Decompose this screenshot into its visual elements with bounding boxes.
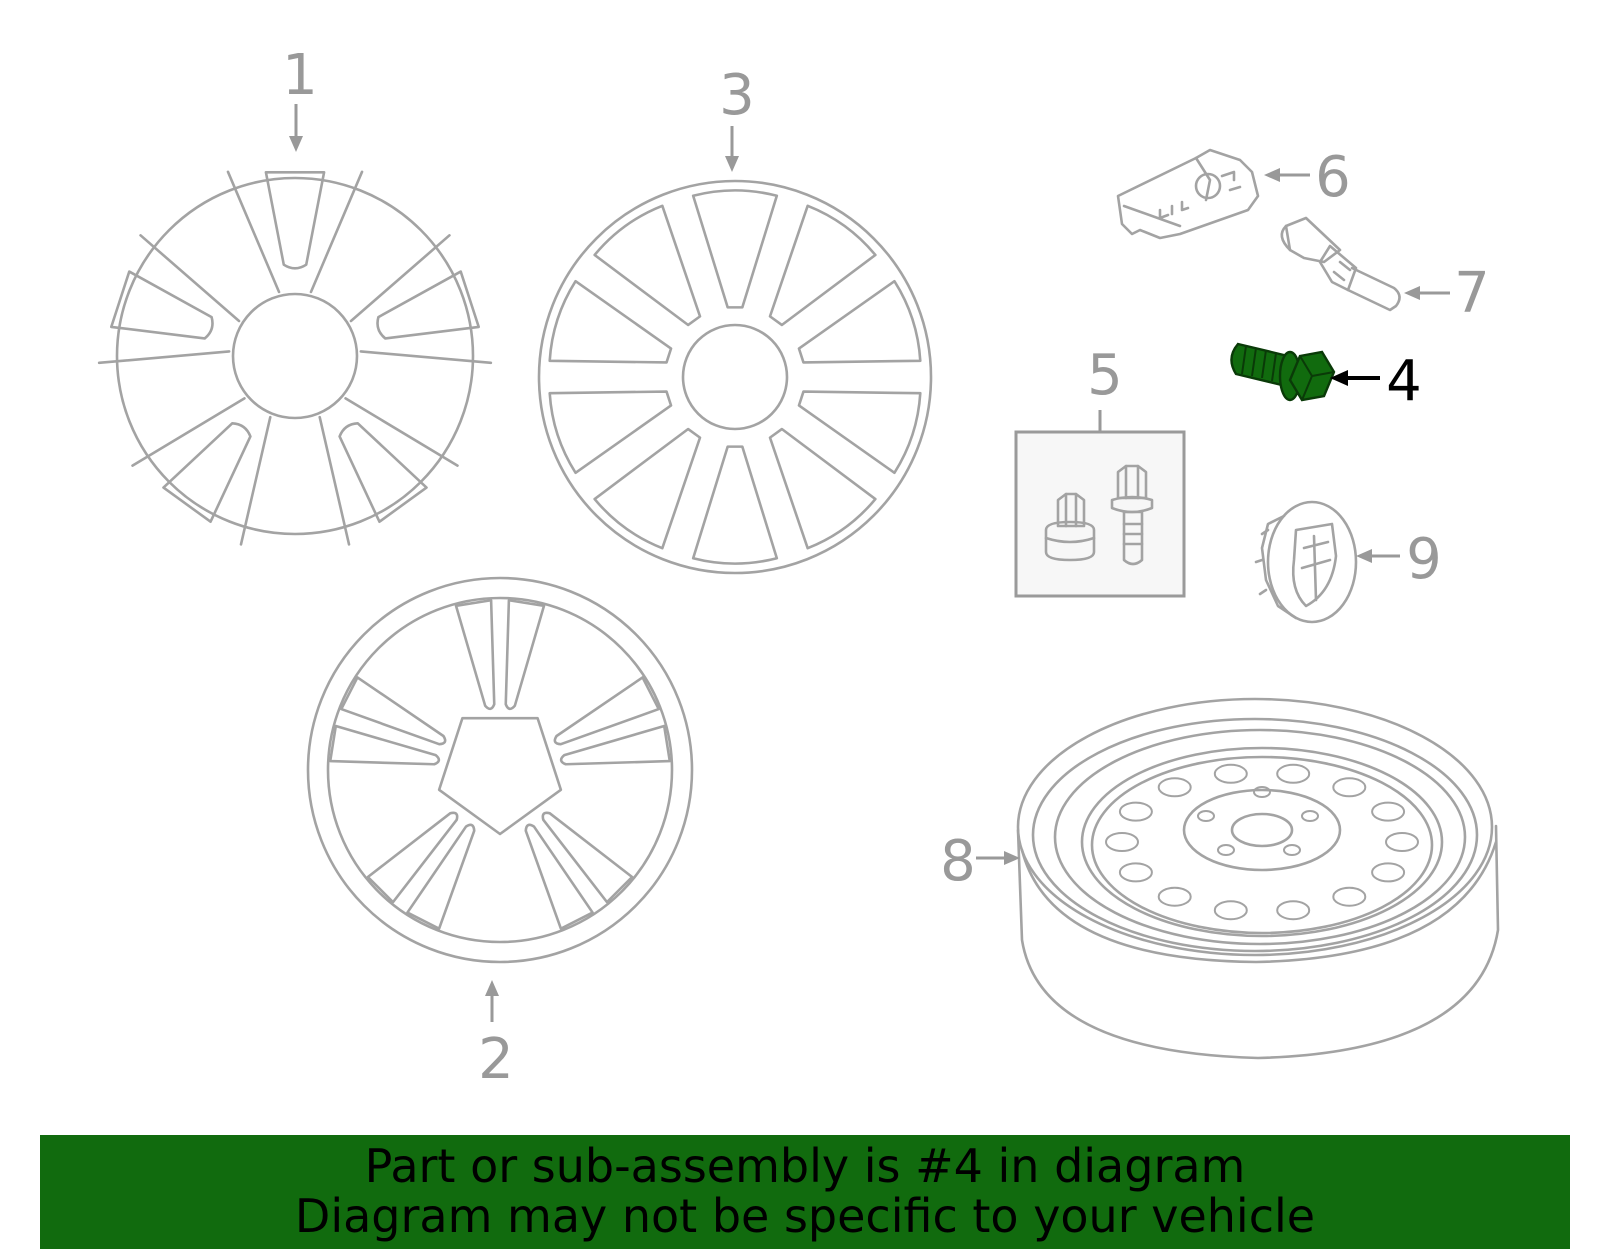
- callout-2: 2: [478, 1027, 514, 1092]
- spoke-outline: [226, 170, 364, 294]
- spoke-window: [162, 421, 252, 524]
- spoke-arm: [339, 676, 447, 746]
- spoke-outline: [318, 397, 459, 546]
- spoke-window: [376, 270, 481, 340]
- spoke-arm: [559, 724, 672, 766]
- vent-hole: [1213, 900, 1248, 921]
- spoke-window: [691, 189, 779, 309]
- hub-pentagon: [437, 716, 563, 836]
- vent-hole: [1118, 862, 1153, 883]
- tpms-sensor-icon[interactable]: [1116, 148, 1260, 240]
- highlight-banner: Part or sub-assembly is #4 in diagram Di…: [40, 1135, 1570, 1249]
- vent-hole: [1371, 862, 1406, 883]
- callout-3: 3: [719, 63, 755, 128]
- wheel-1-icon[interactable]: [97, 170, 493, 546]
- vent-hole: [1105, 832, 1139, 852]
- vent-hole: [1157, 886, 1192, 907]
- spoke-arm: [504, 598, 546, 711]
- spoke-window: [548, 390, 673, 475]
- arrow-4: [1330, 370, 1380, 386]
- wheel-2-icon[interactable]: [306, 576, 694, 964]
- spoke-window: [797, 390, 922, 475]
- banner-line-2: Diagram may not be specific to your vehi…: [294, 1189, 1316, 1243]
- vent-hole: [1213, 763, 1248, 784]
- arrow-6: [1264, 168, 1310, 182]
- vent-hole: [1118, 801, 1153, 822]
- spoke-window: [338, 421, 428, 524]
- spoke-window: [264, 170, 326, 270]
- spoke-window: [768, 427, 877, 550]
- vent-hole: [1385, 832, 1419, 852]
- spoke-outline: [97, 234, 241, 365]
- spoke-window: [593, 204, 702, 327]
- callout-7: 7: [1454, 261, 1490, 326]
- callout-4: 4: [1386, 349, 1422, 414]
- spoke-outline: [349, 234, 493, 365]
- vent-hole: [1332, 777, 1367, 798]
- arrow-3: [725, 126, 739, 172]
- valve-stem-icon[interactable]: [1280, 216, 1401, 312]
- spoke-window: [593, 427, 702, 550]
- wheel-3-icon[interactable]: [537, 179, 933, 575]
- spoke-arm: [541, 811, 634, 904]
- callout-9: 9: [1406, 527, 1442, 592]
- wheel-bolt-icon[interactable]: [1230, 342, 1336, 402]
- hub-circle: [681, 323, 789, 431]
- arrow-1: [289, 104, 303, 152]
- spoke-arm: [328, 724, 441, 766]
- callout-1: 1: [282, 43, 318, 108]
- lock-bolt-kit-icon[interactable]: [1014, 430, 1186, 598]
- arrow-9: [1356, 549, 1400, 563]
- spoke-window: [691, 445, 779, 565]
- spoke-window: [548, 279, 673, 364]
- arrow-8: [976, 851, 1020, 865]
- callout-6: 6: [1315, 145, 1351, 210]
- spoke-arm: [524, 823, 594, 931]
- spoke-window: [109, 270, 214, 340]
- spoke-arm: [366, 811, 459, 904]
- spoke-window: [797, 279, 922, 364]
- spoke-outline: [131, 397, 272, 546]
- vent-hole: [1276, 763, 1311, 784]
- vent-hole: [1157, 777, 1192, 798]
- arrow-7: [1404, 286, 1450, 300]
- arrow-2: [485, 980, 499, 1022]
- center-cap-icon[interactable]: [1254, 500, 1358, 624]
- callout-5: 5: [1087, 343, 1123, 408]
- spare-wheel-icon[interactable]: [1016, 697, 1500, 1060]
- banner-line-1: Part or sub-assembly is #4 in diagram: [364, 1139, 1246, 1193]
- spoke-arm: [553, 676, 661, 746]
- vent-hole: [1371, 801, 1406, 822]
- vent-hole: [1332, 886, 1367, 907]
- spoke-window: [768, 204, 877, 327]
- spoke-arm: [454, 598, 496, 711]
- vent-hole: [1276, 900, 1311, 921]
- callout-8: 8: [940, 829, 976, 894]
- spoke-arm: [406, 823, 476, 931]
